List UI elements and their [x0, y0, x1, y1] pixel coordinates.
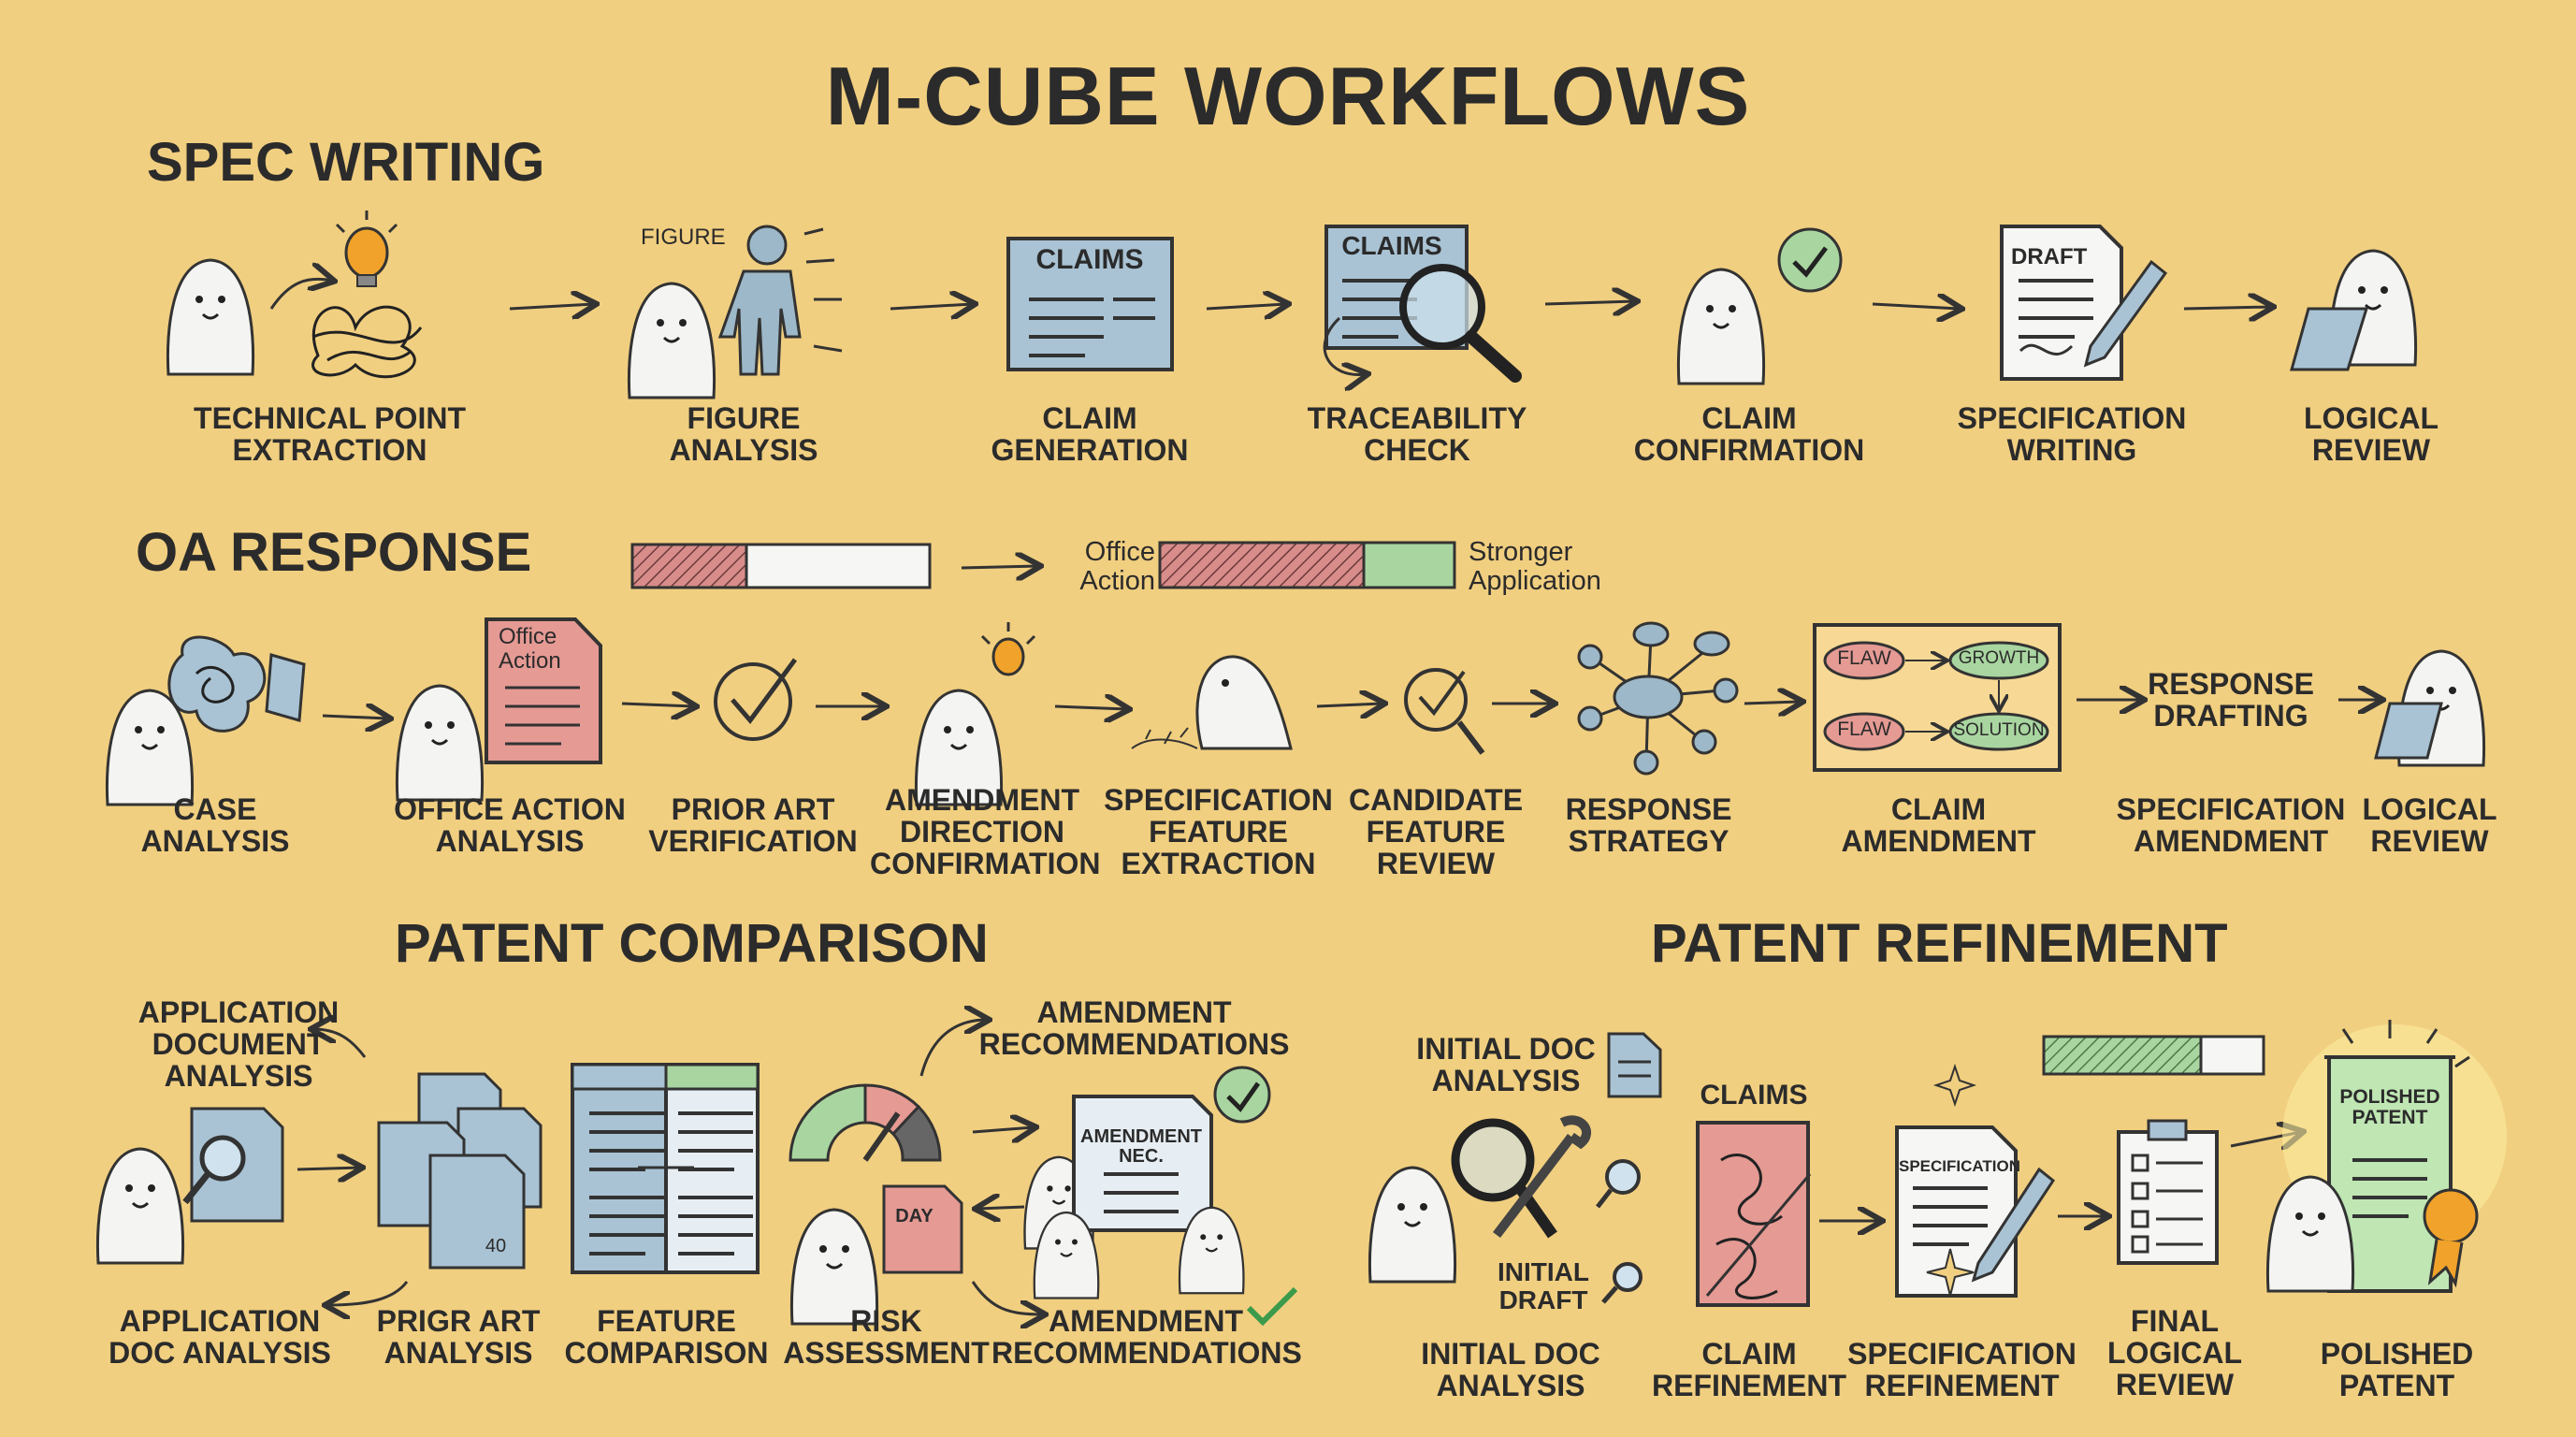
claims-doc-label-2: CLAIMS: [1341, 231, 1442, 260]
step-label: TECHNICAL POINT EXTRACTION: [194, 401, 466, 468]
step-label: LOGICAL REVIEW: [2362, 792, 2497, 859]
spec-logical-review-icon: [2290, 249, 2418, 371]
step-label: FIGURE ANALYSIS: [669, 401, 818, 468]
step-label: SPECIFICATION FEATURE EXTRACTION: [1104, 783, 1333, 881]
step-label: INITIAL DOC ANALYSIS: [1421, 1337, 1600, 1403]
draft-doc-label: DRAFT: [2011, 244, 2088, 269]
oa-claim-amendment-box: [1813, 623, 2062, 772]
oa-case-analysis-icon: [105, 635, 306, 806]
oa-candidate-review-icon: [1404, 668, 1485, 755]
progress-label-stronger: Stronger Application: [1469, 537, 1601, 597]
step-label: SPECIFICATION WRITING: [1957, 401, 2187, 468]
oa-feature-extraction-icon: [1131, 655, 1293, 750]
step-label: POLISHED PATENT: [2320, 1337, 2474, 1403]
step-label: CLAIM GENERATION: [991, 401, 1189, 468]
oa-amendment-direction-icon: [914, 622, 1036, 806]
polished-patent-doc-label: POLISHED PATENT: [2339, 1086, 2440, 1129]
pr-claim-refinement-icon: [1696, 1121, 1812, 1307]
step-label: APPLICATION DOC ANALYSIS: [109, 1304, 331, 1371]
pr-initial-doc-icon: [1368, 1032, 1662, 1304]
step-label: CLAIM REFINEMENT: [1652, 1337, 1846, 1403]
step-label: TRACEABILITY CHECK: [1307, 401, 1527, 468]
pc-prior-art-stack-icon: [377, 1072, 543, 1270]
progress-label-office-action: Office Action: [1079, 537, 1155, 597]
page-number-label: 40: [485, 1236, 507, 1256]
oa-response-strategy-icon: [1577, 621, 1739, 776]
step-label: OFFICE ACTION ANALYSIS: [394, 792, 626, 859]
step-label: RESPONSE STRATEGY: [1565, 792, 1732, 859]
step-label: CLAIM CONFIRMATION: [1633, 401, 1865, 468]
spec-figure-analysis-icon: [627, 225, 843, 399]
pr-side-label-claims: CLAIMS: [1700, 1080, 1808, 1110]
oa-progress-bar: [630, 541, 1456, 589]
oa-office-action-icon: [395, 617, 602, 802]
pc-top-label-application: APPLICATION DOCUMENT ANALYSIS: [137, 995, 340, 1094]
solution-label: SOLUTION: [1953, 720, 2045, 740]
pr-specification-icon: [1895, 1063, 2056, 1298]
day-label: DAY: [895, 1206, 933, 1227]
step-label: CLAIM AMENDMENT: [1841, 792, 2036, 859]
step-label: FINAL LOGICAL REVIEW: [2107, 1304, 2242, 1402]
figure-tag: FIGURE: [641, 225, 726, 250]
step-label: AMENDMENT DIRECTION CONFIRMATION: [870, 783, 1101, 881]
pr-polished-patent-icon: [2265, 1020, 2507, 1293]
pc-feature-comparison-icon: [571, 1063, 760, 1274]
pc-app-doc-icon: [95, 1107, 284, 1265]
spec-technical-point-icon: [166, 210, 423, 379]
claims-doc-label: CLAIMS: [1035, 244, 1144, 275]
pr-side-label-initial-doc: INITIAL DOC ANALYSIS: [1416, 1032, 1596, 1098]
section-title-patent-refinement: PATENT REFINEMENT: [1651, 913, 2228, 974]
pc-amendment-group-icon: [1023, 1066, 1298, 1327]
oa-logical-review-icon: [2374, 649, 2486, 767]
step-label: PRIOR ART VERIFICATION: [648, 792, 858, 859]
step-label: AMENDMENT RECOMMENDATIONS: [991, 1304, 1302, 1371]
page-title: M-CUBE WORKFLOWS: [825, 50, 1751, 142]
spec-writing-icon: [2000, 225, 2168, 381]
amendment-nec-label: AMENDMENT NEC.: [1080, 1126, 1202, 1167]
step-label: FEATURE COMPARISON: [564, 1304, 769, 1371]
spec-claim-generation-icon: [1006, 237, 1174, 371]
flaw-label-2: FLAW: [1837, 718, 1891, 740]
step-label: PRIGR ART ANALYSIS: [376, 1304, 541, 1371]
step-label: CASE ANALYSIS: [140, 792, 290, 859]
growth-label: GROWTH: [1958, 648, 2040, 668]
spec-traceability-icon: [1323, 225, 1522, 376]
specification-doc-label: SPECIFICATION: [1899, 1157, 2021, 1175]
pr-side-label-initial-draft: INITIAL DRAFT: [1498, 1257, 1589, 1314]
flaw-label-1: FLAW: [1837, 647, 1891, 669]
spec-claim-confirmation-icon: [1676, 227, 1843, 385]
step-label: CANDIDATE FEATURE REVIEW: [1348, 783, 1524, 881]
step-label: LOGICAL REVIEW: [2304, 401, 2439, 468]
pc-top-label-amendment: AMENDMENT RECOMMENDATIONS: [978, 995, 1290, 1062]
section-title-spec-writing: SPEC WRITING: [147, 132, 545, 193]
response-drafting-label: RESPONSE DRAFTING: [2148, 667, 2314, 733]
pr-final-review-icon: [2117, 1119, 2219, 1265]
step-label: SPECIFICATION REFINEMENT: [1847, 1337, 2077, 1403]
office-action-doc-label: Office Action: [499, 624, 561, 674]
oa-prior-art-icon: [714, 658, 798, 741]
pr-progress-bar: [2042, 1035, 2265, 1076]
section-title-oa-response: OA RESPONSE: [136, 522, 532, 583]
pc-risk-gauge-icon: [789, 1083, 963, 1326]
step-label: SPECIFICATION AMENDMENT: [2116, 792, 2346, 859]
section-title-patent-comparison: PATENT COMPARISON: [395, 913, 989, 974]
step-label: RISK ASSESSMENT: [783, 1304, 990, 1371]
